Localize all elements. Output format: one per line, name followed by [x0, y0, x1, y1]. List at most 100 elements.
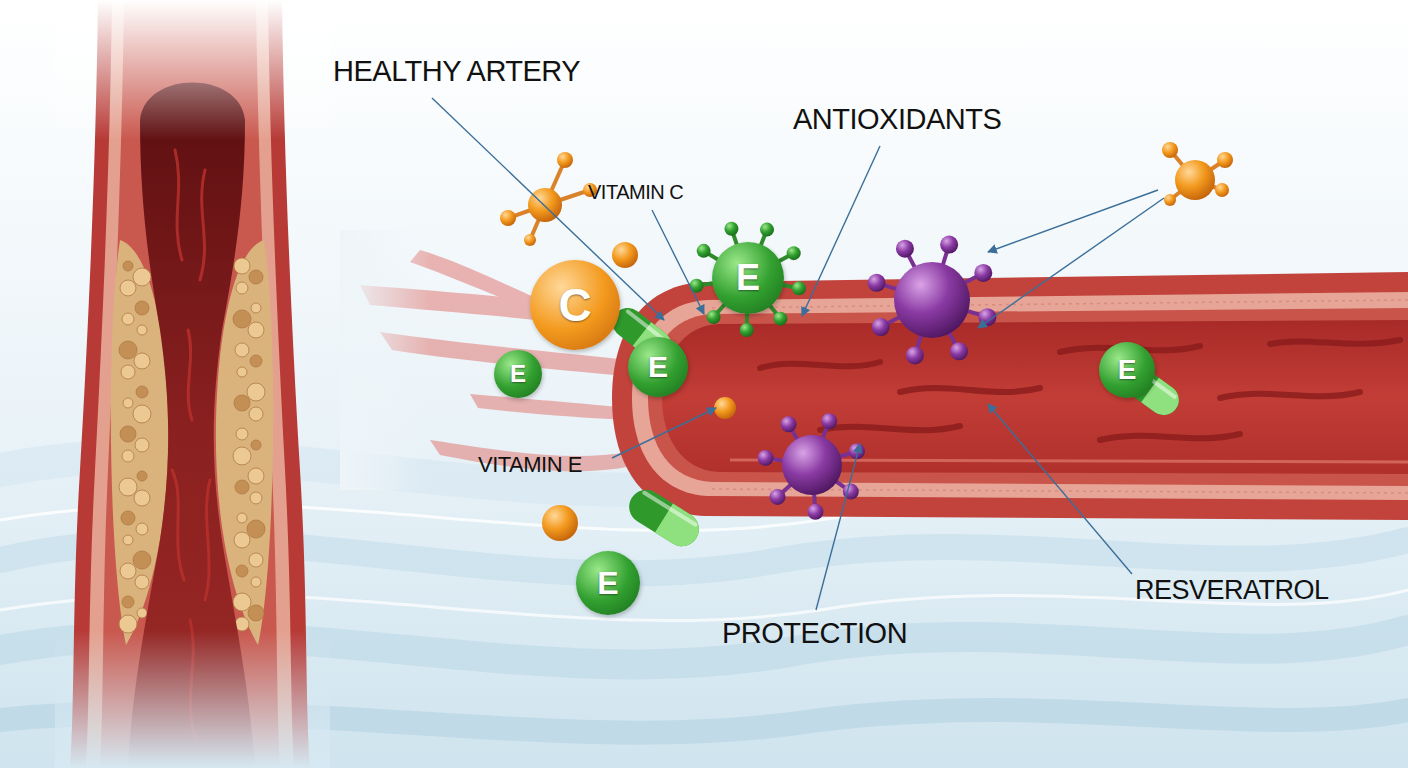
molecule-part [557, 152, 573, 168]
vitamin-letter: E [736, 260, 760, 296]
spiky-molecule-part [843, 484, 859, 500]
diseased-artery-part-part [135, 438, 149, 452]
spiky-molecule-part [697, 244, 711, 258]
diseased-artery-part-part [234, 532, 250, 548]
leader-lines [432, 98, 1164, 610]
vitamin-letter: E [1118, 356, 1137, 384]
healthy-artery-part-part [1100, 434, 1240, 440]
diseased-artery-part-part [237, 367, 247, 377]
branch-fade [340, 230, 430, 490]
spiky-molecule-part [769, 489, 785, 505]
spiky-molecule [690, 222, 806, 337]
molecule-part [1175, 160, 1215, 200]
spiky-molecule-part [906, 346, 924, 364]
spiky-molecule-part [940, 236, 958, 254]
vitamin-ball: E [1099, 342, 1155, 398]
label-holder: ANTIOXIDANTS [793, 103, 1001, 136]
diseased-artery-part-part [134, 490, 150, 506]
leader-lines-part [802, 146, 880, 316]
diseased-artery-part-part [251, 440, 261, 450]
part-label: ANTIOXIDANTS [793, 103, 1001, 135]
spiky-molecule-part [821, 413, 837, 429]
diseased-artery-part-part [234, 395, 250, 411]
healthy-artery-part-part [760, 362, 880, 368]
orange-dot [612, 242, 638, 268]
diseased-artery [55, 0, 330, 768]
healthy-artery-part-part [1270, 340, 1400, 344]
diseased-artery-part-part [249, 553, 263, 567]
diseased-artery-part-part [235, 480, 249, 494]
molecule-part [1215, 183, 1229, 197]
vitamin-ball: E [494, 350, 542, 398]
diseased-artery-part-part [175, 150, 182, 260]
diseased-artery-part-part [119, 478, 137, 496]
diseased-artery-part [55, 630, 330, 768]
molecule-part [1162, 142, 1178, 158]
vitamin-letter: E [510, 362, 526, 386]
leader-lines-part [816, 444, 860, 610]
spiky-molecule-part [807, 504, 823, 520]
spiky-molecule-part [974, 264, 992, 282]
healthy-artery-part [662, 320, 1408, 474]
diseased-artery-part-part [251, 303, 261, 313]
vitamin-letter: C [558, 282, 591, 328]
diseased-artery-part-part [250, 355, 262, 367]
label-holder: HEALTHY ARTERY [333, 55, 580, 88]
diseased-artery-part-part [133, 268, 151, 286]
diseased-artery-part-part [247, 383, 265, 401]
label-holder: VITAMIN C [588, 181, 683, 204]
spiky-molecule-part [896, 240, 914, 258]
spiky-molecule-part [707, 310, 721, 324]
part-label: HEALTHY ARTERY [333, 55, 580, 87]
part-label: VITAMIN C [588, 181, 683, 203]
diseased-artery-part-part [250, 492, 262, 504]
diseased-artery-part-part [233, 447, 251, 465]
vitamin-ball: E [576, 551, 640, 615]
spiky-molecule-part [787, 246, 801, 260]
diseased-artery-part-part [123, 261, 133, 271]
diseased-artery-part-part [249, 270, 263, 284]
diseased-artery-part-part [236, 428, 248, 440]
healthy-artery-part [648, 308, 1408, 486]
diseased-artery-part-part [121, 365, 135, 379]
diseased-artery-part-part [247, 520, 265, 538]
molecule [1162, 142, 1233, 206]
diseased-artery-part-part [134, 353, 150, 369]
spiky-molecule-part [792, 281, 806, 295]
vitamin-ball: C [530, 260, 620, 350]
label-holder: RESVERATROL [1135, 575, 1329, 606]
diseased-artery-part-part [172, 470, 184, 580]
diseased-artery-part-part [233, 593, 251, 611]
capsule [623, 483, 705, 552]
healthy-artery-part-part [1220, 392, 1360, 398]
spiky-molecule-part [760, 223, 774, 237]
spiky-molecule [758, 413, 865, 520]
molecule-part [1217, 152, 1233, 168]
leader-lines-part [988, 404, 1132, 574]
diseased-artery-part-part [122, 596, 134, 608]
diseased-artery-part [55, 0, 330, 140]
diseased-artery-part-part [137, 608, 147, 618]
healthy-artery-part-part [900, 388, 1040, 392]
spiky-molecule-part [781, 416, 797, 432]
orange-dot [542, 505, 578, 541]
diseased-artery-part-part [235, 343, 249, 357]
vitamin-ball: E [712, 242, 784, 314]
vitamin-letter: E [648, 352, 668, 382]
diseased-artery-part-part [233, 310, 251, 328]
diseased-artery-part-part [122, 313, 134, 325]
diseased-artery-part-part [248, 468, 264, 484]
molecule-part [524, 234, 536, 246]
diseased-artery-part-part [188, 330, 192, 420]
orange-dot [714, 397, 736, 419]
spiky-molecule-part [758, 450, 774, 466]
vessel-branches-part [470, 394, 628, 420]
molecules [500, 142, 1233, 553]
diseased-artery-part-part [205, 480, 210, 600]
diseased-artery-part-part [237, 513, 247, 523]
healthy-artery-part [632, 292, 1408, 500]
spiky-molecule-part [724, 222, 738, 236]
diseased-artery-part-part [137, 325, 147, 335]
